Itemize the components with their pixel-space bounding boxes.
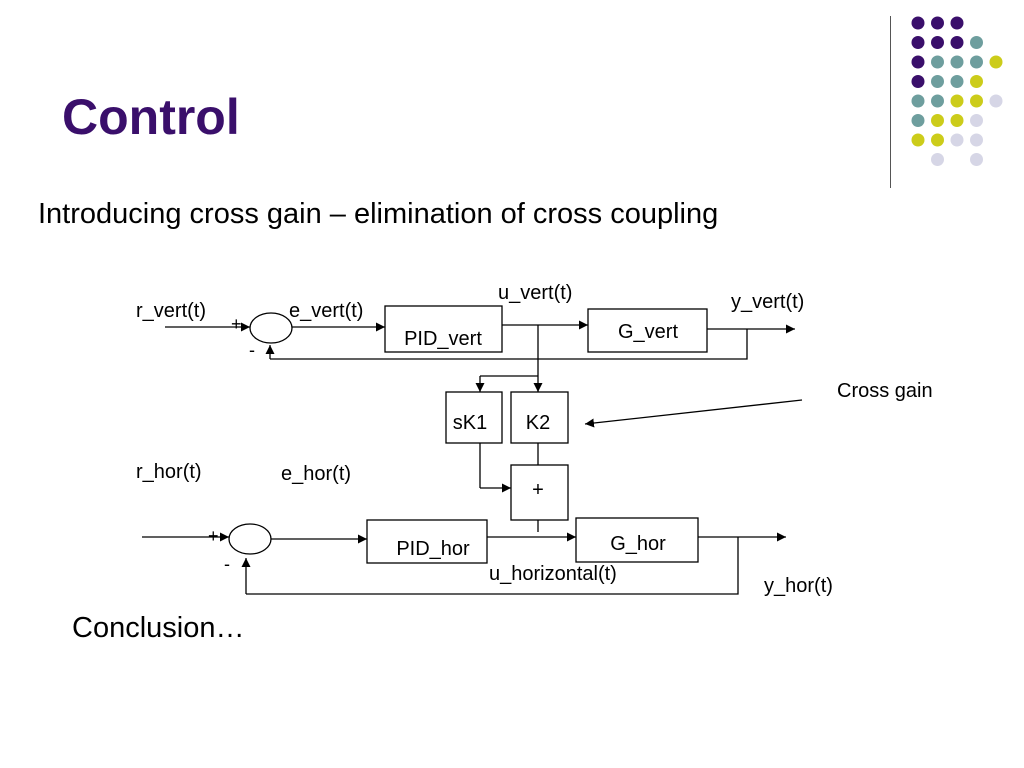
pid-vert-label: PID_vert <box>404 328 482 350</box>
decorative-dot <box>970 153 983 166</box>
hor-feedback-line <box>246 537 739 595</box>
decorative-dot <box>911 16 925 30</box>
e-hor-label: e_hor(t) <box>281 463 351 485</box>
pid-hor-label: PID_hor <box>396 538 470 560</box>
decorative-dot <box>950 75 964 88</box>
decorative-dot <box>950 16 964 30</box>
decorative-dot <box>911 55 925 69</box>
vert-summing-junction <box>249 312 293 344</box>
g-hor-block <box>575 517 699 563</box>
vert-plus-sign: + <box>231 314 242 334</box>
decorative-dot <box>911 36 925 49</box>
decorative-dot <box>931 36 944 49</box>
hor-plus-sign: + <box>208 526 219 546</box>
pid-hor-block <box>366 519 488 564</box>
conclusion-text: Conclusion… <box>72 612 245 644</box>
sk1-label: sK1 <box>453 412 487 434</box>
decorative-dot <box>931 55 944 69</box>
e-vert-label: e_vert(t) <box>289 300 363 322</box>
r-hor-label: r_hor(t) <box>136 461 202 483</box>
header-divider <box>890 16 891 188</box>
decorative-dot <box>989 55 1003 69</box>
decorative-dot <box>931 153 944 166</box>
decorative-dot <box>970 114 983 127</box>
decorative-dot <box>911 94 925 108</box>
decorative-dot <box>989 94 1003 108</box>
slide-title: Control <box>62 89 240 145</box>
decorative-dot <box>931 16 944 30</box>
r-vert-label: r_vert(t) <box>136 300 206 322</box>
hor-summing-junction <box>228 523 272 555</box>
pid-vert-block <box>384 305 503 353</box>
k2-label: K2 <box>526 412 550 434</box>
decorative-dot <box>970 75 983 88</box>
decorative-dot <box>950 94 964 108</box>
decorative-dot <box>950 36 964 49</box>
slide-subtitle: Introducing cross gain – elimination of … <box>38 198 719 230</box>
k2-block <box>510 391 569 444</box>
cross-gain-label: Cross gain <box>837 380 933 402</box>
g-hor-label: G_hor <box>610 533 666 555</box>
decorative-dot <box>911 114 925 127</box>
decorative-dot <box>970 133 983 147</box>
decorative-dot-grid <box>911 16 1003 166</box>
vert-minus-sign: - <box>249 340 255 360</box>
decorative-dot <box>931 75 944 88</box>
cross-gain-pointer-arrow <box>584 399 803 428</box>
sk1-block <box>445 391 503 444</box>
u-vert-label: u_vert(t) <box>498 282 572 304</box>
decorative-dot <box>970 36 983 49</box>
g-vert-block <box>587 308 708 353</box>
u-horizontal-label: u_horizontal(t) <box>489 563 617 585</box>
decorative-dot <box>911 75 925 88</box>
decorative-dot <box>931 114 944 127</box>
vert-feedback-line <box>270 329 748 360</box>
hor-minus-sign: - <box>224 554 230 574</box>
decorative-dot <box>931 133 944 147</box>
g-vert-label: G_vert <box>618 321 678 343</box>
decorative-dot <box>911 133 925 147</box>
decorative-dot <box>950 133 964 147</box>
decorative-dot <box>950 55 964 69</box>
y-vert-label: y_vert(t) <box>731 291 804 313</box>
decorative-dot <box>970 94 983 108</box>
sum-label: + <box>532 479 544 501</box>
sum-block <box>510 464 569 521</box>
decorative-dot <box>931 94 944 108</box>
decorative-dot <box>970 55 983 69</box>
decorative-dot <box>950 114 964 127</box>
y-hor-label: y_hor(t) <box>764 575 833 597</box>
